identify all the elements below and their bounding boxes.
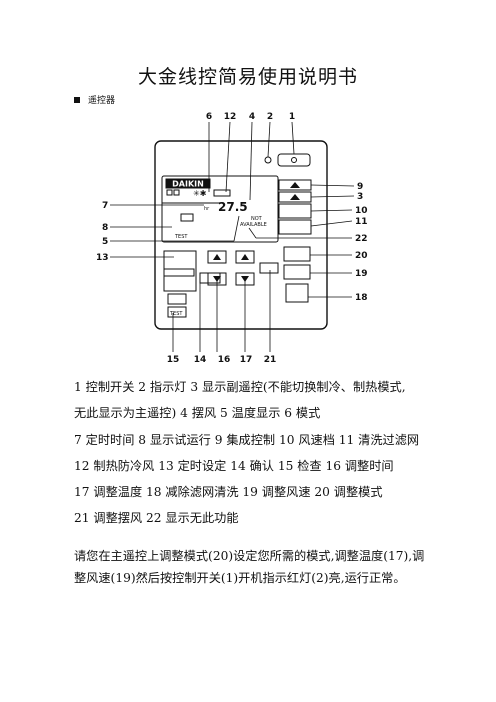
lcd-not-label: NOT [251, 216, 263, 222]
callout-13: 13 [96, 253, 109, 263]
callout-19: 19 [355, 269, 368, 279]
lcd-temp-digits: 27.5 [218, 200, 248, 214]
bullet-square-icon [74, 96, 80, 103]
callout-3: 3 [357, 192, 363, 202]
callout-22: 22 [355, 234, 368, 244]
inspect-button [167, 293, 187, 305]
callout-14: 14 [194, 355, 207, 365]
legend-line-4: 12 制热防冷风 13 定时设定 14 确认 15 检查 16 调整时间 [74, 459, 394, 473]
callout-9: 9 [357, 182, 363, 192]
lcd-status-icon [213, 189, 231, 197]
callout-7: 7 [102, 201, 108, 211]
callout-10: 10 [355, 206, 368, 216]
callout-20: 20 [355, 251, 368, 261]
mode-button [283, 246, 311, 262]
filter-button-top [278, 219, 312, 235]
lcd-mode-icon [166, 189, 173, 196]
callout-6: 6 [206, 112, 212, 122]
callout-5: 5 [102, 237, 108, 247]
page-title: 大金线控简易使用说明书 [137, 66, 358, 88]
on-off-button [277, 153, 311, 167]
legend-line-1: 1 控制开关 2 指示灯 3 显示副遥控(不能切换制冷、制热模式, [74, 380, 406, 394]
test-button [167, 306, 187, 318]
timer-set-button [163, 268, 195, 277]
callout-1: 1 [289, 112, 295, 122]
legend-line-3: 7 定时时间 8 显示试运行 9 集成控制 10 风速档 11 清洗过滤网 [74, 433, 420, 447]
callout-12: 12 [224, 112, 237, 122]
controller-body [154, 140, 328, 330]
callout-15: 15 [167, 355, 180, 365]
callouts-top: 6 12 4 2 1 [206, 112, 295, 122]
brand-badge [165, 178, 211, 189]
lcd-available-label: AVAILABLE [240, 222, 267, 228]
power-icon [291, 157, 297, 163]
callout-16: 16 [218, 355, 231, 365]
time-up-button [207, 250, 227, 264]
lcd-timer-box [180, 213, 194, 222]
callout-8: 8 [102, 223, 108, 233]
section-heading: 遥控器 [74, 93, 115, 106]
callout-18: 18 [355, 293, 368, 303]
lcd-hr-label: hr [204, 206, 210, 212]
temp-up-button [235, 250, 255, 264]
indicator-lamp [264, 156, 272, 164]
callout-17: 17 [240, 355, 253, 365]
remote-controller-figure: DAIKIN ✳✱ hr 27.5 NOT AVAILABLE TEST [74, 108, 374, 370]
callout-21: 21 [264, 355, 277, 365]
callouts-left: 7 8 5 13 [96, 201, 109, 263]
fan-speed-display [278, 203, 312, 219]
legend-line-5: 17 调整温度 18 减除滤网清洗 19 调整风速 20 调整模式 [74, 485, 383, 499]
lcd-panel [161, 175, 279, 243]
lcd-snow-icon: ✳✱ [193, 189, 207, 198]
legend-line-2: 无此显示为主遥控) 4 摆风 5 温度显示 6 模式 [74, 406, 321, 420]
fan-speed-button [283, 264, 311, 280]
callout-2: 2 [267, 112, 273, 122]
lcd-mode-icon [173, 189, 180, 196]
instruction-paragraph: 请您在主遥控上调整模式(20)设定您所需的模式,调整温度(17),调整风速(19… [74, 549, 425, 585]
legend-line-6: 21 调整摆风 22 显示无此功能 [74, 511, 239, 525]
lcd-test-label: TEST [174, 234, 188, 240]
swing-button [259, 262, 279, 274]
callouts-bottom: 15 14 16 17 21 [167, 355, 277, 365]
callout-11: 11 [355, 217, 368, 227]
brand-logo: DAIKIN [172, 180, 204, 189]
callout-4: 4 [249, 112, 255, 122]
filter-reset-button [285, 283, 309, 303]
section-label: 遥控器 [88, 96, 116, 106]
callouts-right: 9 3 10 11 22 20 19 18 [355, 182, 368, 303]
test-button-label: TEST [169, 311, 183, 317]
